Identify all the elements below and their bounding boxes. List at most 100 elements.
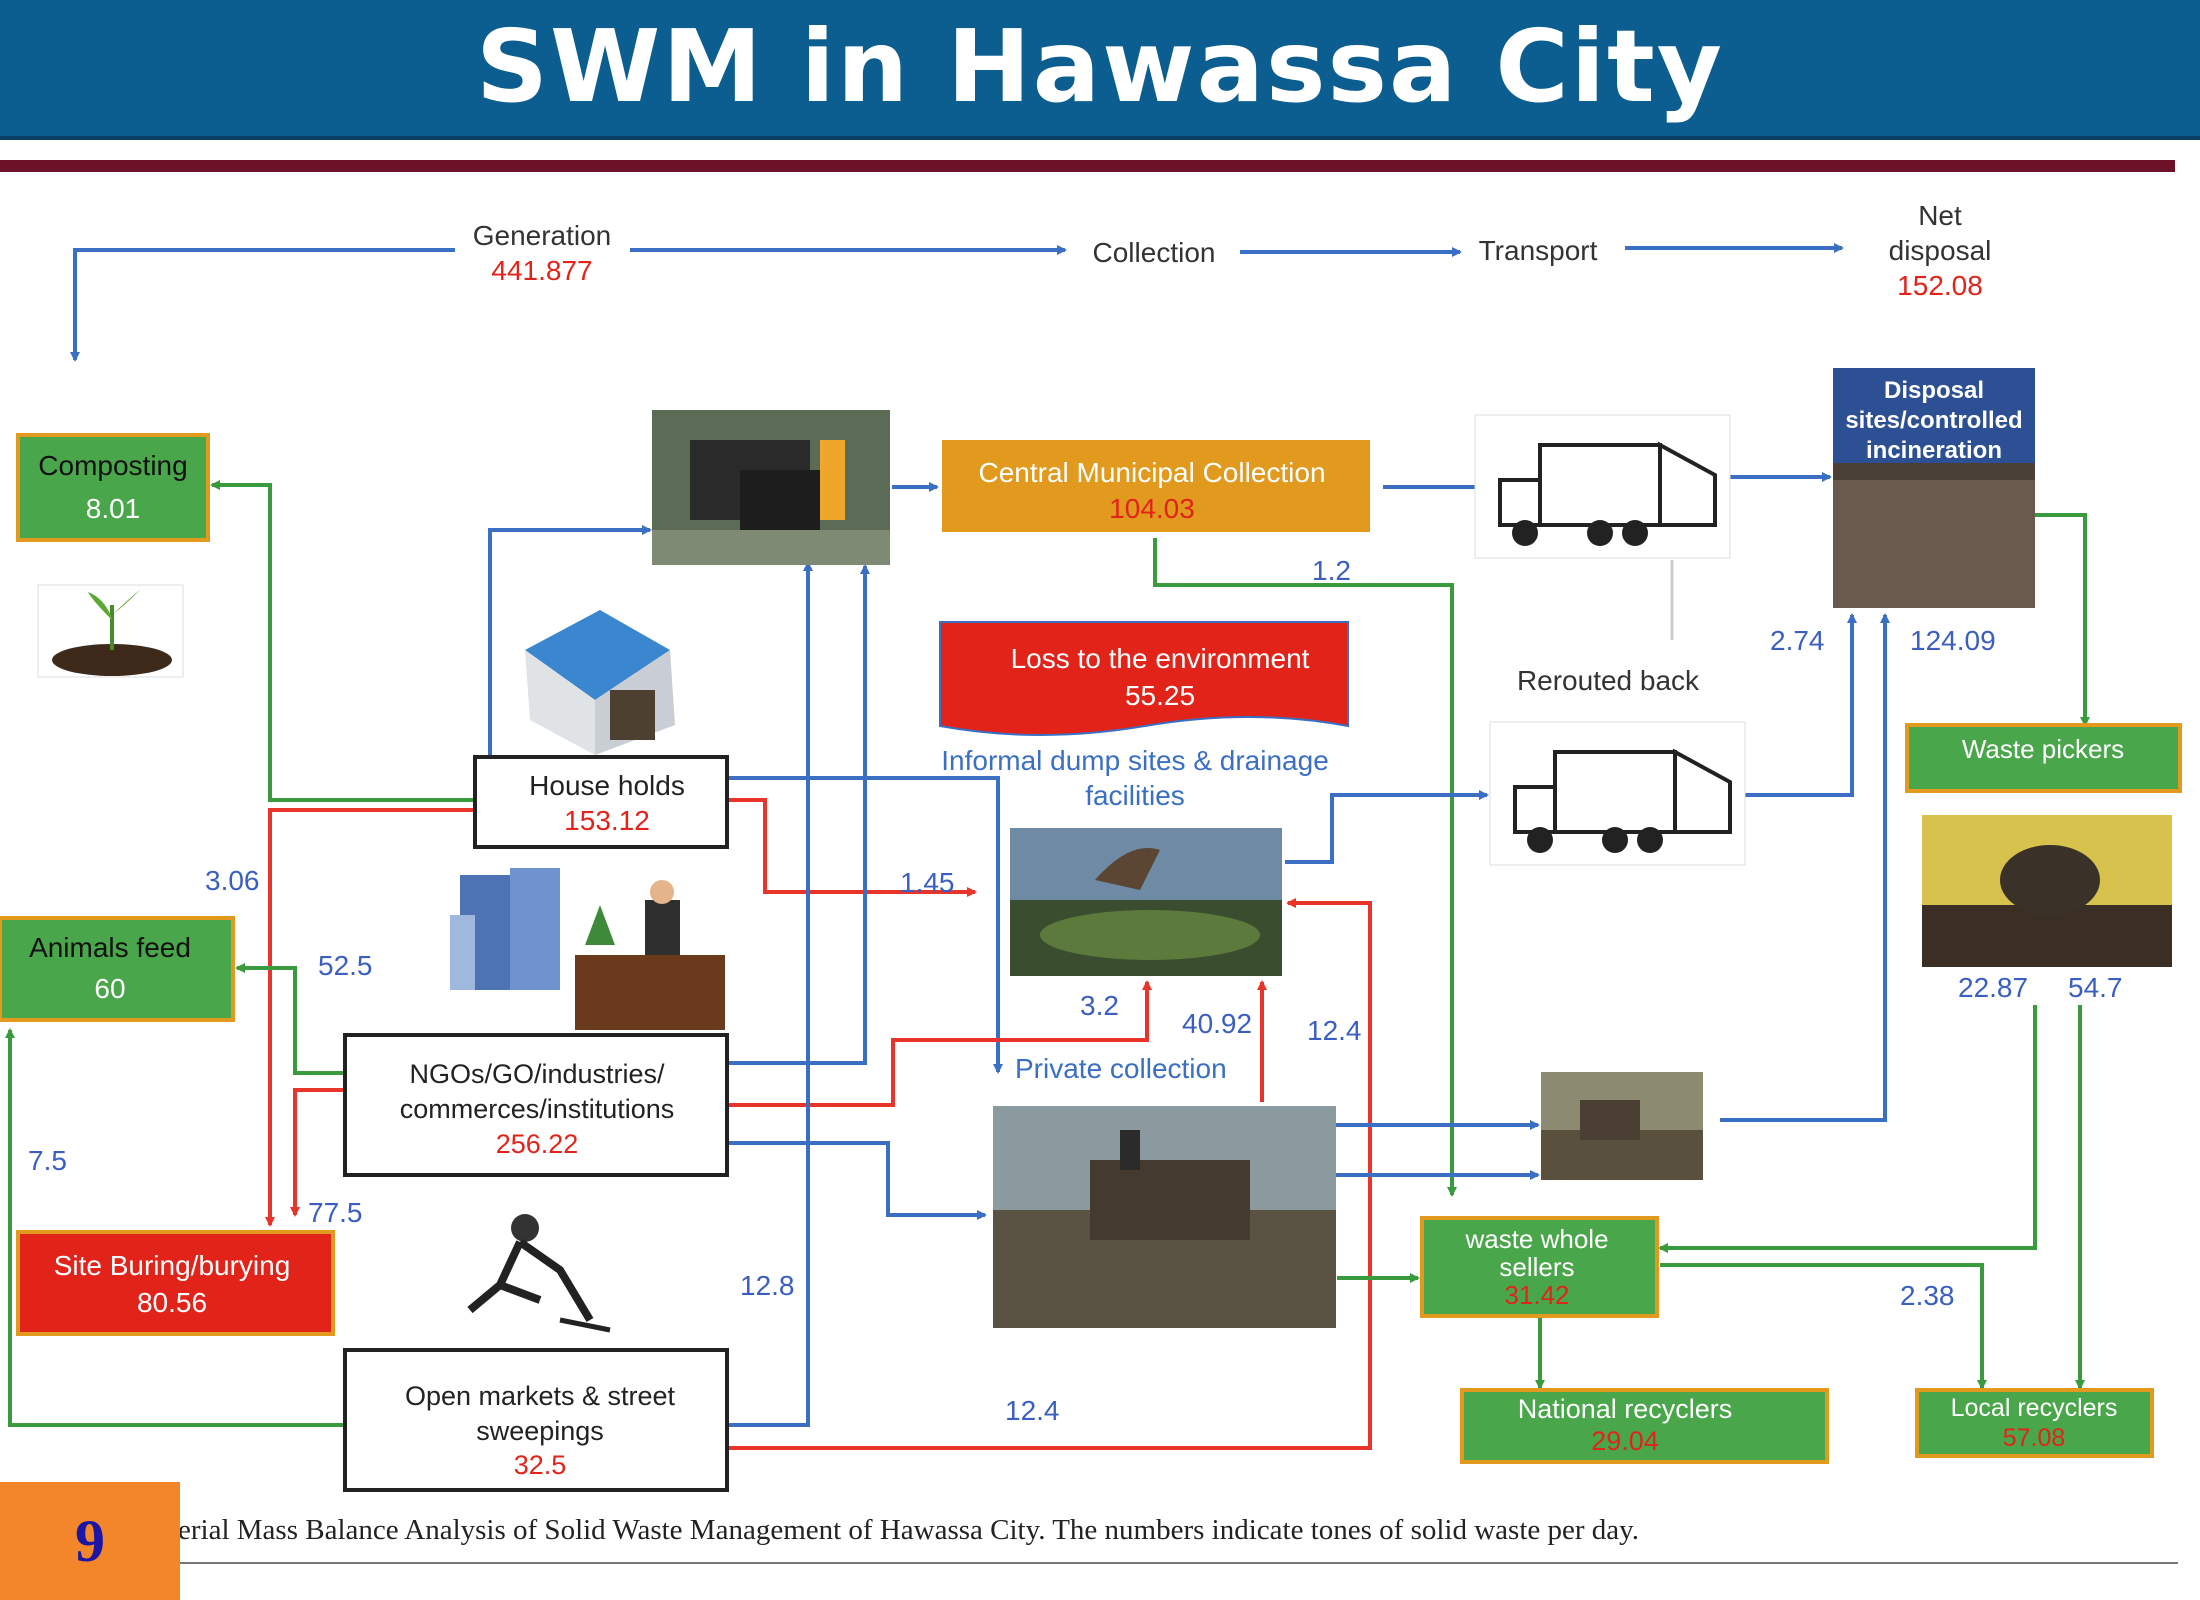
svg-text:House holds: House holds xyxy=(529,770,685,801)
node-households: House holds 153.12 xyxy=(473,755,729,849)
svg-text:256.22: 256.22 xyxy=(496,1129,579,1159)
flow-label-1-2: 1.2 xyxy=(1312,555,1351,586)
node-central-collection: Central Municipal Collection 104.03 xyxy=(942,440,1370,532)
waste-pickers-photo xyxy=(1922,815,2172,967)
flow-ngos-informal xyxy=(728,980,1152,1107)
flow-pickers-wholesellers xyxy=(1658,1005,2037,1253)
flow-households-truckpic xyxy=(488,525,652,755)
flow-households-informal xyxy=(728,798,977,897)
rerouted-truck-icon xyxy=(1489,721,1746,866)
stage-net-label-2: disposal xyxy=(1889,235,1992,266)
flow-label-40-92: 40.92 xyxy=(1182,1008,1252,1039)
flow-central-wholesellers xyxy=(1153,538,1457,1197)
flow-households-composting xyxy=(210,480,475,802)
flow-generation-left xyxy=(70,248,455,362)
svg-text:Site Buring/burying: Site Buring/burying xyxy=(54,1250,291,1281)
node-waste-pickers: Waste pickers xyxy=(1905,723,2182,793)
svg-text:8.01: 8.01 xyxy=(86,493,141,524)
svg-text:Local recyclers: Local recyclers xyxy=(1951,1394,2118,1422)
svg-text:80.56: 80.56 xyxy=(137,1287,207,1318)
flow-value-labels: 1.2 2.74 124.09 3.06 52.5 1.45 7.5 77.5 … xyxy=(28,555,2123,1426)
page-number-badge: 9 xyxy=(0,1482,180,1600)
svg-text:57.08: 57.08 xyxy=(2003,1424,2066,1452)
dump-site-photo xyxy=(1010,828,1282,976)
compactor-truck-icon xyxy=(1474,414,1731,559)
svg-text:sweepings: sweepings xyxy=(476,1416,604,1446)
flow-rerouted-disposal xyxy=(1745,613,1857,797)
title-bar: SWM in Hawassa City xyxy=(0,0,2200,140)
flow-ngos-burning xyxy=(290,1088,345,1217)
flow-donkeys-disposal xyxy=(1720,613,1890,1122)
stage-generation-label: Generation xyxy=(473,220,612,251)
title-divider xyxy=(0,160,2175,172)
plant-icon xyxy=(37,584,184,678)
svg-text:Composting: Composting xyxy=(38,450,187,481)
svg-text:104.03: 104.03 xyxy=(1109,493,1195,524)
private-collection-label: Private collection xyxy=(1015,1053,1227,1084)
node-ngos: NGOs/GO/industries/ commerces/institutio… xyxy=(343,1033,729,1177)
flow-ngos-truckpic xyxy=(728,564,870,1065)
flow-label-3-06: 3.06 xyxy=(205,865,260,896)
donkey-small-photo xyxy=(1541,1072,1703,1180)
flow-households-private xyxy=(728,776,1003,1074)
svg-text:waste whole: waste whole xyxy=(1464,1224,1608,1254)
svg-text:60: 60 xyxy=(94,973,125,1004)
stage-collection-label: Collection xyxy=(1093,237,1216,268)
flow-label-7-5: 7.5 xyxy=(28,1145,67,1176)
flow-wholesellers-local xyxy=(1660,1263,1987,1390)
collection-truck-photo xyxy=(652,410,890,565)
stage-net-label-1: Net xyxy=(1918,200,1962,231)
svg-text:sellers: sellers xyxy=(1499,1252,1574,1282)
flow-label-2-38: 2.38 xyxy=(1900,1280,1955,1311)
flow-ngos-private xyxy=(728,1141,987,1220)
svg-text:facilities: facilities xyxy=(1085,780,1185,811)
svg-text:commerces/institutions: commerces/institutions xyxy=(400,1094,675,1124)
slide-title: SWM in Hawassa City xyxy=(476,8,1724,125)
node-site-burning: Site Buring/burying 80.56 xyxy=(16,1230,335,1336)
node-waste-wholesellers: waste whole sellers 31.42 xyxy=(1420,1216,1659,1318)
svg-text:incineration: incineration xyxy=(1866,437,2002,464)
informal-dump-label: Informal dump sites & drainage facilitie… xyxy=(941,745,1329,811)
svg-text:Central Municipal Collection: Central Municipal Collection xyxy=(978,457,1325,488)
svg-text:31.42: 31.42 xyxy=(1504,1280,1569,1310)
flow-label-3-2: 3.2 xyxy=(1080,990,1119,1021)
stage-transport-label: Transport xyxy=(1479,235,1598,266)
node-loss-environment: Loss to the environment 55.25 xyxy=(939,621,1349,736)
svg-text:Waste pickers: Waste pickers xyxy=(1962,734,2124,764)
rerouted-back-label: Rerouted back xyxy=(1517,665,1700,696)
flow-label-12-4-right: 12.4 xyxy=(1307,1015,1362,1046)
flow-disposal-pickers xyxy=(2035,513,2090,727)
node-national-recyclers: National recyclers 29.04 xyxy=(1460,1388,1829,1464)
svg-text:55.25: 55.25 xyxy=(1125,680,1195,711)
svg-text:Disposal: Disposal xyxy=(1884,377,1984,404)
node-local-recyclers: Local recyclers 57.08 xyxy=(1915,1388,2154,1458)
stage-labels: Generation 441.877 Collection Transport … xyxy=(473,200,1992,301)
flow-lines xyxy=(4,243,2090,1450)
stage-net-value: 152.08 xyxy=(1897,270,1983,301)
flow-label-77-5: 77.5 xyxy=(308,1197,363,1228)
flow-markets-animals xyxy=(4,1028,345,1427)
flow-label-12-8: 12.8 xyxy=(740,1270,795,1301)
flow-label-12-4-bottom: 12.4 xyxy=(1005,1395,1060,1426)
flow-label-2-74: 2.74 xyxy=(1770,625,1825,656)
flow-label-22-87: 22.87 xyxy=(1958,972,2028,1003)
flow-markets-truckpic xyxy=(728,561,813,1427)
office-buildings-icon xyxy=(450,868,725,1030)
street-sweeper-icon xyxy=(462,1205,612,1335)
node-composting: Composting 8.01 xyxy=(16,433,210,542)
svg-text:sites/controlled: sites/controlled xyxy=(1845,407,2022,434)
house-icon xyxy=(525,610,675,755)
svg-text:32.5: 32.5 xyxy=(514,1450,567,1480)
svg-text:National recyclers: National recyclers xyxy=(1518,1394,1733,1424)
svg-text:Animals feed: Animals feed xyxy=(29,932,191,963)
flow-ngos-animals xyxy=(235,963,345,1075)
flow-label-124-09: 124.09 xyxy=(1910,625,1996,656)
caption-underline xyxy=(178,1562,2178,1564)
node-animals-feed: Animals feed 60 xyxy=(0,916,235,1022)
figure-caption: erial Mass Balance Analysis of Solid Was… xyxy=(178,1514,1640,1546)
flow-label-52-5: 52.5 xyxy=(318,950,373,981)
donkey-cart-photo xyxy=(993,1106,1336,1328)
svg-text:Loss to the environment: Loss to the environment xyxy=(1011,643,1310,674)
stage-generation-value: 441.877 xyxy=(491,255,592,286)
